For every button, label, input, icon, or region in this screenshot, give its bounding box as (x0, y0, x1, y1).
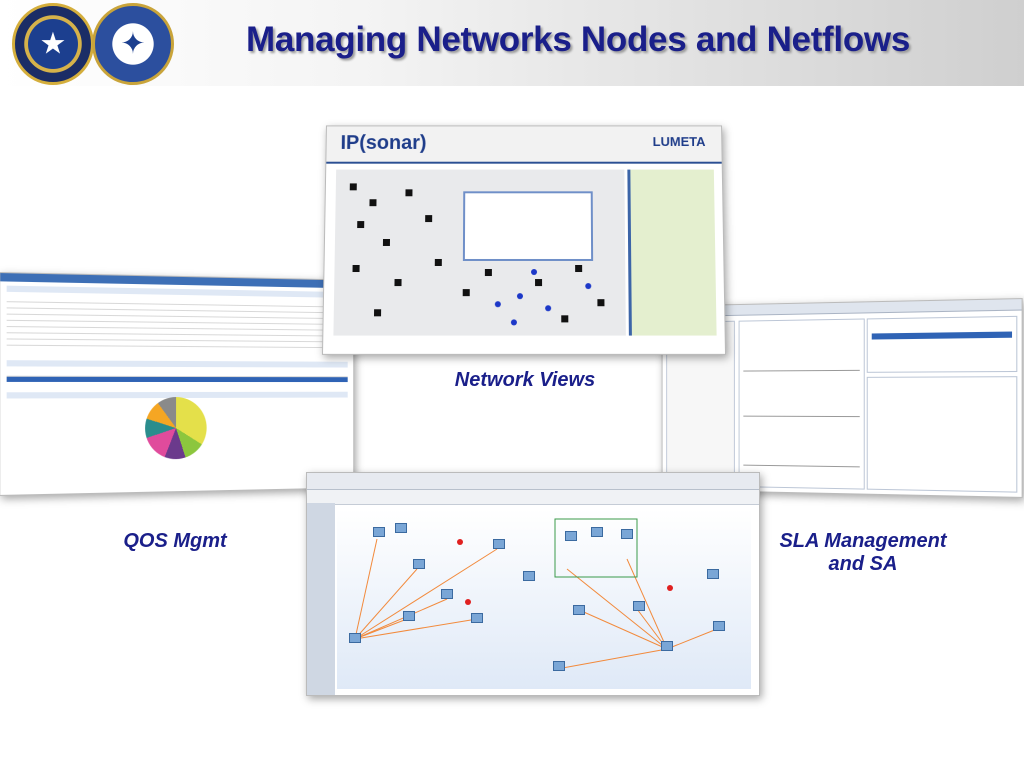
slide-title: Managing Networks Nodes and Netflows (246, 20, 911, 59)
topology-links (354, 518, 718, 670)
caption-sla-management: SLA Management and SA (760, 530, 966, 576)
toolbar (307, 490, 759, 505)
network-tree-panel (627, 169, 717, 336)
qos-mgmt-screenshot (0, 272, 355, 496)
bandwidth-pie-chart (145, 396, 207, 460)
caption-sla-line-2: and SA (828, 553, 898, 575)
lumeta-logo: LUMETA (652, 134, 706, 149)
caption-network-views: Network Views (454, 369, 596, 391)
fleet-cyber-command-seal-icon: ★ (12, 3, 94, 85)
sla-details-pane (866, 376, 1018, 493)
node-details-popup (462, 191, 594, 261)
network-map-view (333, 169, 626, 336)
network-views-screenshot: IP(sonar) LUMETA (321, 125, 727, 355)
ip-sonar-logo: IP(sonar) (340, 132, 427, 154)
caption-qos-mgmt: QOS Mgmt (123, 530, 227, 552)
tool-palette (307, 503, 335, 695)
sla-graphs-pane (738, 318, 865, 490)
menu-bar (307, 473, 759, 490)
caption-sla-line-1: SLA Management (779, 530, 947, 552)
slide-header: ★ ✦ Managing Networks Nodes and Netflows (0, 0, 1024, 86)
us-tenth-fleet-seal-icon: ✦ (92, 3, 174, 85)
network-topology-screenshot (306, 472, 760, 696)
topology-canvas (337, 509, 751, 689)
